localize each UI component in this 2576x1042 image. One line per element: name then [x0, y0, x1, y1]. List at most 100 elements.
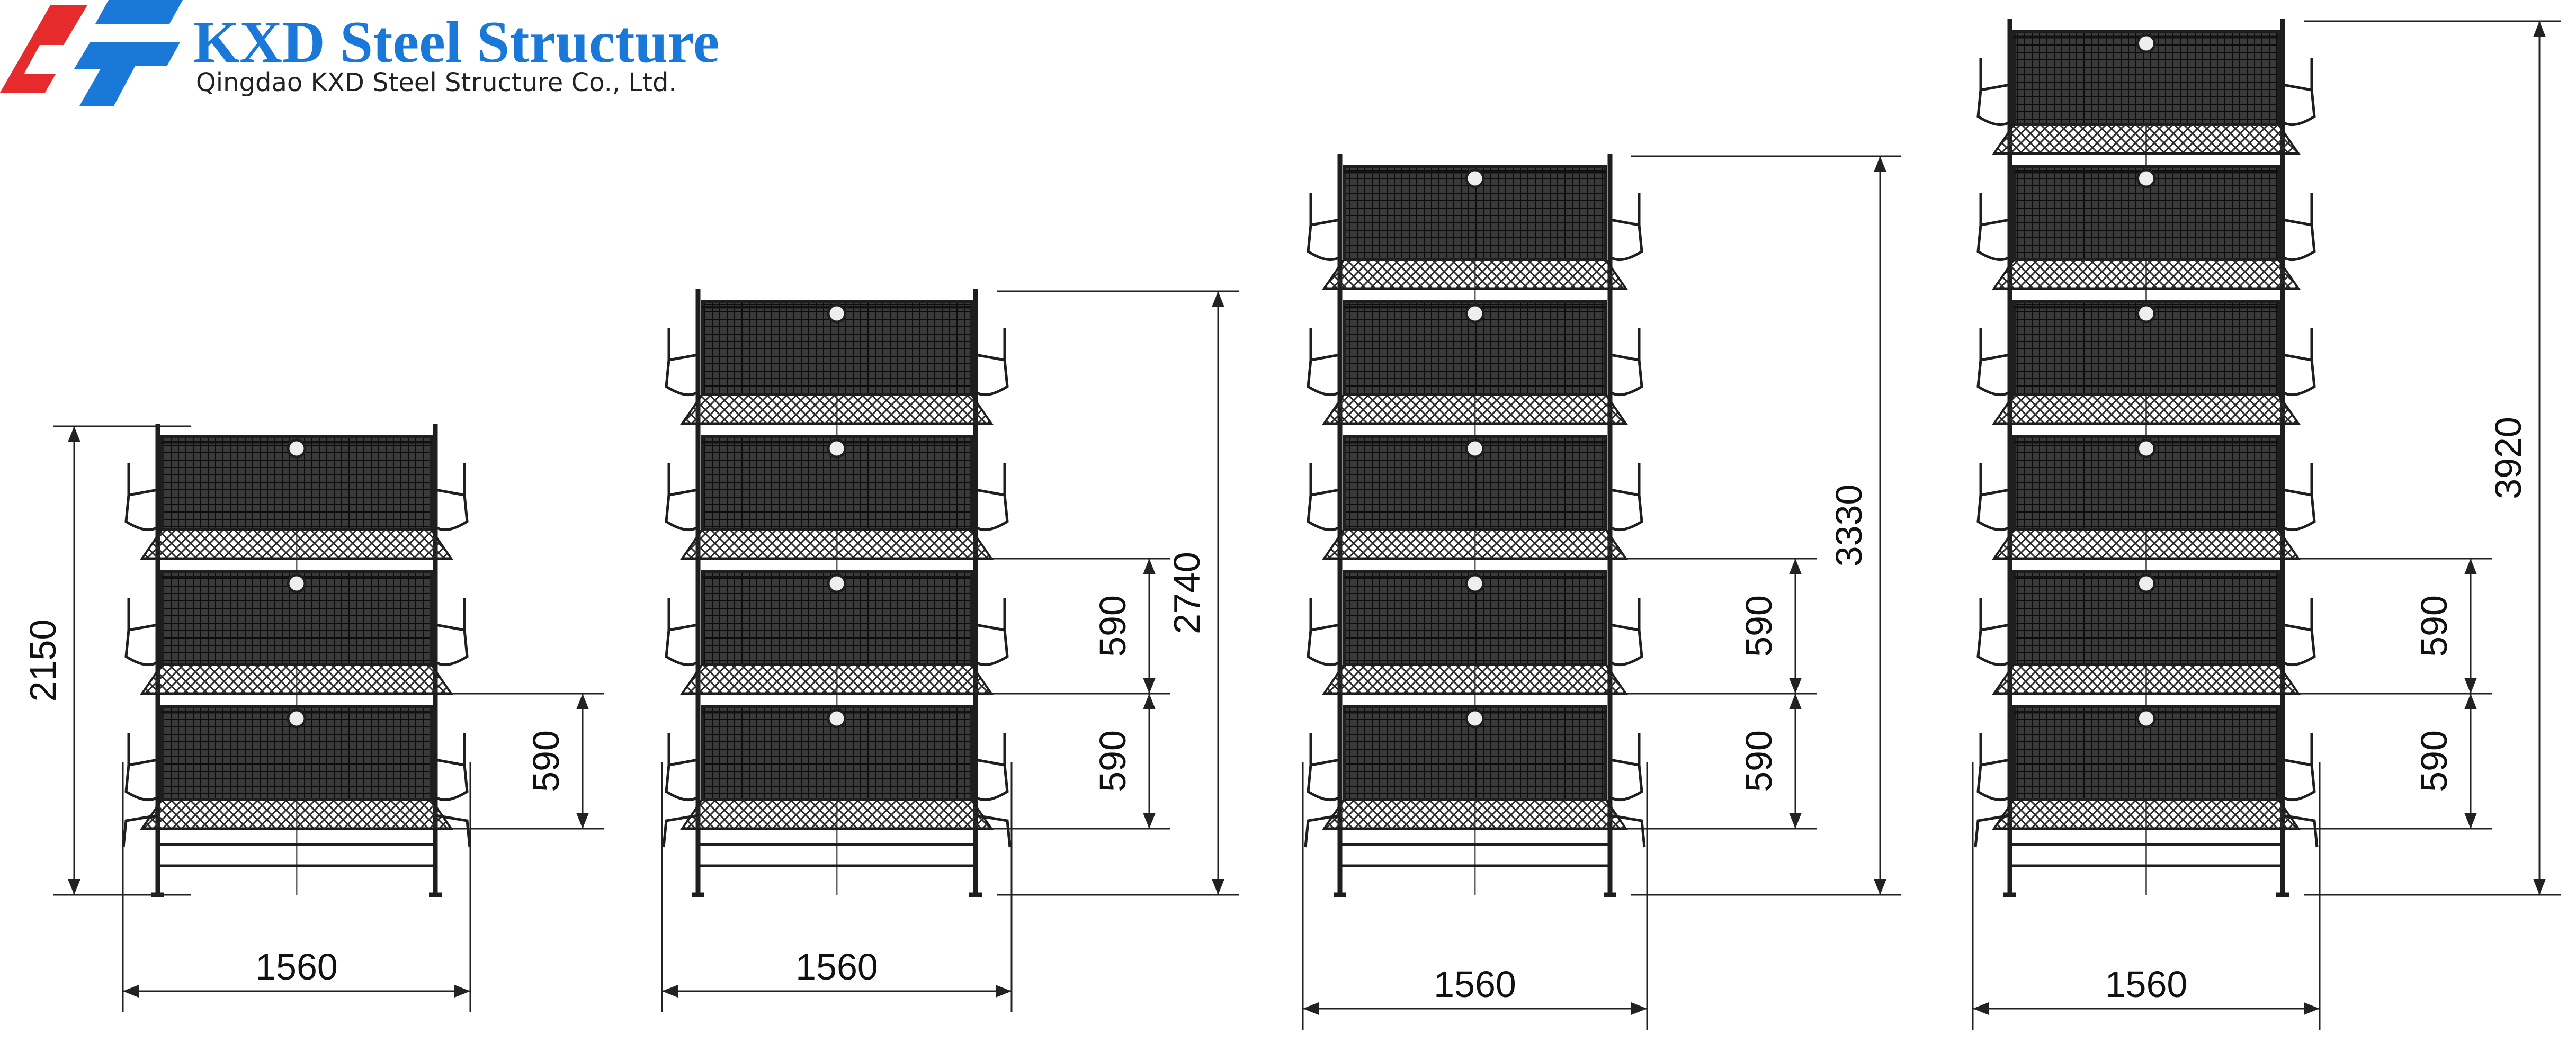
feed-trough-right — [2282, 758, 2316, 802]
dimension-arrowhead — [1789, 813, 1802, 829]
dimension-arrowhead — [123, 985, 139, 998]
dimension-arrowhead — [2464, 694, 2477, 709]
dimension-arrowhead — [1212, 291, 1224, 307]
feed-trough-left — [1976, 758, 2011, 802]
header: KXD Steel Structure Qingdao KXD Steel St… — [0, 0, 752, 106]
cage-door-ring-icon — [2136, 708, 2156, 729]
dimension-arrowhead — [1789, 678, 1802, 694]
cage-tier — [124, 570, 469, 695]
tier-height-label: 590 — [525, 730, 567, 792]
dimension-arrowhead — [1212, 879, 1224, 895]
cage-sloped-floor — [1322, 798, 1628, 830]
cage-sloped-floor — [1992, 258, 2301, 290]
dimension-arrowhead — [1143, 813, 1156, 829]
cage-sloped-floor — [680, 528, 994, 560]
feed-trough-right — [2282, 488, 2316, 532]
dimension-arrowhead — [1789, 694, 1802, 709]
feed-trough-left — [1976, 623, 2011, 667]
cage-sloped-floor — [680, 393, 994, 425]
cage-door-ring-icon — [2136, 303, 2156, 324]
dimension-arrowhead — [68, 426, 80, 442]
overall-height-label: 3920 — [2488, 417, 2529, 499]
feed-trough-left — [1976, 218, 2011, 262]
feed-trough-left — [122, 814, 158, 848]
cage-door-ring-icon — [287, 573, 307, 594]
feed-trough-left — [124, 623, 159, 667]
company-name: KXD Steel Structure — [193, 10, 720, 75]
cage-door-ring-icon — [1465, 438, 1485, 459]
cage-tier — [1307, 570, 1643, 695]
cage-door-ring-icon — [1465, 168, 1485, 188]
width-label: 1560 — [255, 946, 338, 987]
dimension-arrowhead — [1973, 1002, 1989, 1015]
feed-trough-right — [2282, 83, 2316, 127]
feed-trough-left — [1307, 758, 1341, 802]
dimension-arrowhead — [576, 694, 589, 709]
dimension-arrowhead — [1143, 678, 1156, 694]
feed-trough-left — [1307, 488, 1341, 532]
cage-sloped-floor — [1992, 663, 2301, 695]
feed-trough-right — [975, 814, 1012, 848]
cage-tier — [665, 570, 1009, 695]
feed-trough-right — [1609, 758, 1643, 802]
feed-trough-left — [1976, 83, 2011, 127]
feed-trough-left — [124, 758, 159, 802]
feed-trough-right — [1609, 488, 1643, 532]
cage-sloped-floor — [680, 798, 994, 830]
dimension-arrowhead — [68, 879, 80, 895]
dimension-arrowhead — [1143, 559, 1156, 574]
feed-trough-left — [1304, 814, 1340, 848]
cage-door-ring-icon — [1465, 303, 1485, 324]
feed-trough-right — [1609, 218, 1643, 262]
feed-trough-right — [1609, 353, 1643, 397]
cage-door-ring-icon — [287, 708, 307, 729]
cage-door-ring-icon — [827, 303, 847, 324]
feed-trough-right — [2282, 623, 2316, 667]
tier-height-label: 590 — [1738, 730, 1779, 792]
company-logo-icon — [0, 0, 183, 106]
tier-height-label: 590 — [2413, 595, 2455, 657]
cage-door-ring-icon — [287, 438, 307, 459]
dimension-arrowhead — [2304, 1002, 2320, 1015]
feed-trough-left — [665, 353, 699, 397]
dimension-arrowhead — [576, 813, 589, 829]
cage-tier — [665, 705, 1009, 830]
dimension-arrowhead — [1789, 559, 1802, 574]
feed-trough-left — [1976, 353, 2011, 397]
feed-trough-right — [974, 623, 1009, 667]
feed-trough-right — [434, 623, 469, 667]
cage-tier — [1307, 300, 1643, 425]
feed-trough-right — [1609, 623, 1643, 667]
cage-door-ring-icon — [827, 708, 847, 729]
feed-trough-left — [1976, 488, 2011, 532]
feed-trough-left — [1307, 353, 1341, 397]
feed-trough-right — [2282, 353, 2316, 397]
dimension-arrowhead — [1874, 879, 1886, 895]
cage-door-ring-icon — [1465, 708, 1485, 729]
cage-door-ring-icon — [2136, 33, 2156, 53]
dimension-arrowhead — [1143, 694, 1156, 709]
dimension-arrowhead — [996, 985, 1012, 998]
tier-height-label: 590 — [2413, 730, 2455, 792]
dimension-arrowhead — [2533, 21, 2546, 37]
cage-tier — [1307, 165, 1643, 290]
cage-tier — [1976, 570, 2316, 695]
tier-height-label: 590 — [1738, 595, 1779, 657]
cage-sloped-floor — [140, 798, 453, 830]
cage-door-ring-icon — [2136, 573, 2156, 594]
cage-door-ring-icon — [827, 438, 847, 459]
feed-trough-left — [124, 488, 159, 532]
feed-trough-left — [665, 758, 699, 802]
feed-trough-right — [434, 488, 469, 532]
cage-sloped-floor — [1992, 393, 2301, 425]
feed-trough-right — [974, 758, 1009, 802]
overall-height-label: 2740 — [1166, 552, 1208, 634]
